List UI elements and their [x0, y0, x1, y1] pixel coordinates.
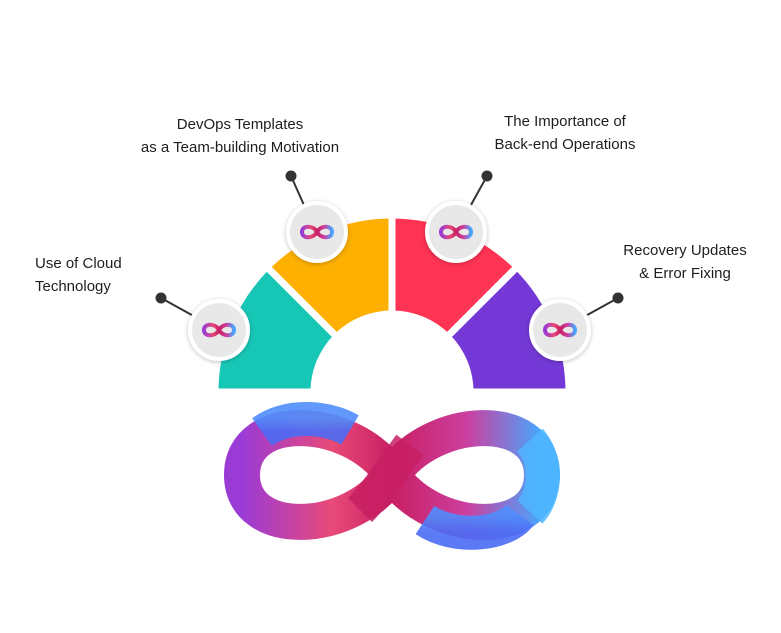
leader-dot [612, 292, 624, 304]
node-backend-operations [425, 201, 487, 263]
label-line: Back-end Operations [494, 136, 636, 153]
label-devops-templates: DevOps Templates as a Team-building Moti… [120, 113, 360, 159]
label-line: as a Team-building Motivation [140, 139, 340, 156]
label-line: & Error Fixing [639, 265, 731, 282]
leader-dot [285, 170, 297, 182]
leader-dot [155, 292, 167, 304]
label-recovery-updates: Recovery Updates & Error Fixing [610, 239, 760, 285]
semicircle-chart [211, 211, 573, 396]
node-cloud-technology [188, 299, 250, 361]
label-line: DevOps Templates [176, 116, 304, 133]
label-line: Recovery Updates [623, 242, 747, 259]
label-line: The Importance of [504, 113, 626, 130]
label-cloud-technology: Use of Cloud Technology [35, 252, 165, 298]
segment-recovery-updates [442, 261, 573, 396]
leader-dot [481, 170, 493, 182]
label-line: Technology [35, 278, 111, 295]
label-backend-operations: The Importance of Back-end Operations [470, 110, 660, 156]
label-line: Use of Cloud [35, 255, 122, 272]
devops-infinity-logo [224, 402, 560, 550]
node-recovery-updates [529, 299, 591, 361]
node-devops-templates [286, 201, 348, 263]
